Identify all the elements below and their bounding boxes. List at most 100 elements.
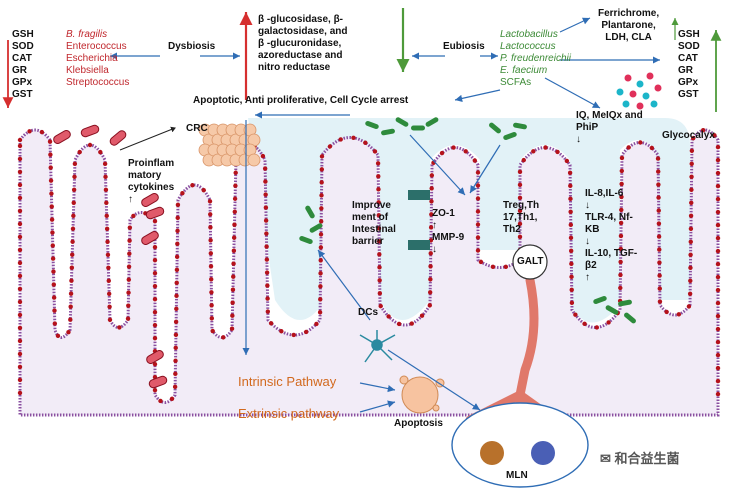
nucleus-dot [262, 166, 268, 171]
nucleus-dot [472, 158, 478, 163]
nucleus-dot [52, 308, 57, 313]
left-marker-list: GSH SOD CAT GR GPx GST [12, 29, 34, 101]
nucleus-dot [173, 358, 178, 364]
bacteria-group [53, 72, 662, 389]
nucleus-dot [66, 330, 71, 335]
nucleus-dot [231, 274, 236, 279]
nucleus-dot [656, 221, 662, 226]
nucleus-dot [569, 261, 574, 267]
nucleus-dot [517, 195, 523, 201]
dysbiosis-bacteria-list: B. fragilis Enterococcus Escherichia Kle… [66, 29, 129, 89]
nucleus-dot [230, 287, 236, 292]
apoptotic-text: Apoptotic, Anti proliferative, Cell Cycl… [193, 95, 409, 106]
nucleus-dot [555, 149, 560, 155]
nucleus-dot [208, 225, 213, 230]
probiotic-bacterium [593, 295, 607, 305]
mmp9-line: MMP-9 ↓ [432, 232, 465, 255]
iq-line: PhiP↓ [576, 122, 643, 146]
galt-node [512, 244, 548, 280]
nucleus-dot [152, 270, 158, 276]
pathogen-bacterium [146, 350, 164, 364]
bacteria-name: B. fragilis [66, 29, 108, 40]
nucleus-dot [377, 252, 382, 257]
nucleus-dot [619, 207, 624, 213]
nucleus-dot [69, 278, 74, 283]
bacteria-name: Escherichia [66, 53, 118, 64]
nucleus-dot [104, 200, 109, 206]
arrow-to-ferrichrome [559, 17, 591, 33]
nucleus-dot [175, 215, 180, 221]
nucleus-dot [318, 297, 323, 302]
nucleus-dot [48, 152, 53, 157]
nucleus-dot [606, 320, 611, 325]
nucleus-dot [691, 135, 696, 141]
nucleus-dot [567, 170, 573, 176]
nucleus-dot [104, 226, 110, 232]
scfa-particle [642, 92, 650, 100]
nucleus-dot [715, 326, 721, 332]
mln-cell-1 [480, 441, 504, 465]
nucleus-dot [626, 145, 631, 150]
nucleus-dot [104, 213, 109, 219]
nucleus-dot [429, 199, 434, 204]
nucleus-dot [17, 299, 23, 305]
nucleus-dot [173, 332, 179, 338]
nucleus-dot [263, 192, 268, 197]
nucleus-dot [428, 251, 433, 256]
nucleus-dot [463, 149, 468, 154]
nucleus-dot [125, 316, 131, 321]
nucleus-dot [55, 333, 61, 339]
nucleus-dot [71, 213, 76, 218]
nucleus-dot [715, 274, 721, 280]
nucleus-dot [68, 304, 73, 309]
probiotic-bacterium [365, 120, 379, 130]
nucleus-dot [619, 194, 624, 200]
arrow-intrinsic [359, 382, 396, 393]
nucleus-dot [70, 226, 76, 231]
tcell-text: Treg,Th 17,Th1, Th2 [503, 200, 539, 236]
nucleus-dot [676, 312, 682, 317]
nucleus-dot [265, 309, 271, 314]
nucleus-dot [174, 280, 179, 286]
nucleus-dot [429, 173, 435, 178]
nucleus-dot [619, 155, 625, 161]
nucleus-dot [517, 169, 523, 175]
nucleus-dot [521, 157, 526, 163]
nucleus-dot [568, 222, 574, 228]
probiotic-bacterium [489, 122, 501, 134]
nucleus-dot [208, 212, 213, 217]
nucleus-dot [715, 300, 721, 306]
nucleus-dot [656, 169, 661, 174]
bacteria-name: Enterococcus [66, 41, 127, 52]
nucleus-dot [517, 208, 523, 214]
nucleus-dot [51, 282, 57, 287]
nucleus-dot [263, 179, 268, 184]
nucleus-dot [50, 243, 55, 248]
nucleus-dot [126, 290, 131, 295]
nucleus-dot [715, 196, 721, 202]
bacteria-name: SCFAs [500, 77, 532, 88]
nucleus-dot [70, 239, 75, 244]
nucleus-dot [376, 174, 381, 179]
nucleus-dot [208, 238, 213, 243]
nucleus-dot [428, 225, 434, 230]
nucleus-dot [127, 225, 133, 230]
nucleus-dot [221, 335, 226, 340]
apoptotic-cell [399, 375, 445, 414]
nucleus-dot [209, 303, 214, 308]
right-marker: SOD [678, 41, 700, 52]
right-marker: GST [678, 89, 699, 100]
nucleus-dot [429, 212, 434, 217]
nucleus-dot [152, 309, 158, 315]
nucleus-dot [174, 306, 179, 312]
zo1-text: ZO-1 ↑ MMP-9 ↓ [432, 208, 464, 256]
nucleus-dot [372, 149, 378, 154]
nucleus-dot [376, 239, 382, 244]
intrinsic-pathway-label: Intrinsic Pathway [238, 374, 337, 389]
up-arrow-icon: ↑ [432, 220, 437, 231]
nucleus-dot [409, 321, 414, 326]
nucleus-dot [439, 150, 445, 156]
nucleus-dot [17, 143, 23, 149]
pathogen-bacterium [141, 193, 159, 207]
